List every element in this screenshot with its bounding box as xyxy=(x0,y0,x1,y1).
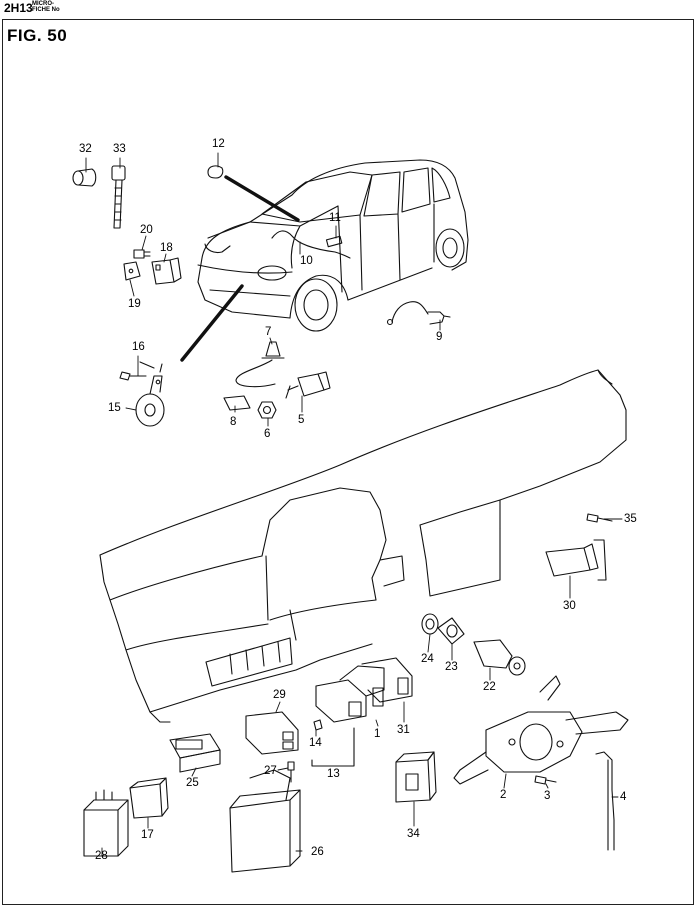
part-2-combination-switch xyxy=(453,675,629,785)
part-6-nut xyxy=(257,401,277,419)
part-18-relay xyxy=(151,257,182,285)
part-8-pad xyxy=(223,395,251,411)
part-31-switch xyxy=(361,657,413,703)
part-35-screw xyxy=(586,513,613,523)
part-19-bracket xyxy=(123,261,141,281)
part-17-relay xyxy=(129,777,169,819)
part-9-harness xyxy=(386,301,451,326)
part-26-unit xyxy=(229,769,301,873)
part-16-bolt xyxy=(119,371,147,381)
instrument-panel-outline xyxy=(99,369,627,723)
part-33-clamp xyxy=(111,165,126,229)
part-24-ring xyxy=(421,613,439,635)
pointer-line-15 xyxy=(180,284,244,362)
part-3-screw xyxy=(534,775,557,785)
microfiche-label-line1: MICRO- xyxy=(32,1,54,7)
microfiche-label: MICRO- FICHE No xyxy=(32,1,60,13)
pointer-line-12 xyxy=(224,175,300,222)
microfiche-label-line2: FICHE No xyxy=(32,7,60,13)
part-25-module xyxy=(169,733,221,773)
part-23-bezel xyxy=(437,617,465,645)
part-27-screw xyxy=(287,761,295,783)
diagram-code: 2H13 xyxy=(4,1,33,15)
part-5-switch xyxy=(285,371,331,399)
part-14-clip xyxy=(313,719,323,731)
part-32-cap xyxy=(72,168,97,187)
car-illustration xyxy=(197,159,469,332)
part-29-switch xyxy=(245,711,299,755)
part-15-horn xyxy=(135,361,165,427)
part-4-wire xyxy=(595,751,615,851)
part-30-unit xyxy=(545,539,607,581)
part-1-switch xyxy=(315,665,385,723)
part-28-relay xyxy=(83,789,129,857)
figure-title: FIG. 50 xyxy=(7,26,68,45)
figure-frame xyxy=(2,19,694,905)
part-20-bolt xyxy=(133,249,151,259)
leader-lines xyxy=(85,152,623,857)
part-7-bulb-socket xyxy=(235,341,285,388)
part-34-switch xyxy=(395,751,437,803)
part-22-lighter xyxy=(473,639,526,676)
bracket-13 xyxy=(311,727,355,767)
part-12-grommet xyxy=(207,165,224,179)
